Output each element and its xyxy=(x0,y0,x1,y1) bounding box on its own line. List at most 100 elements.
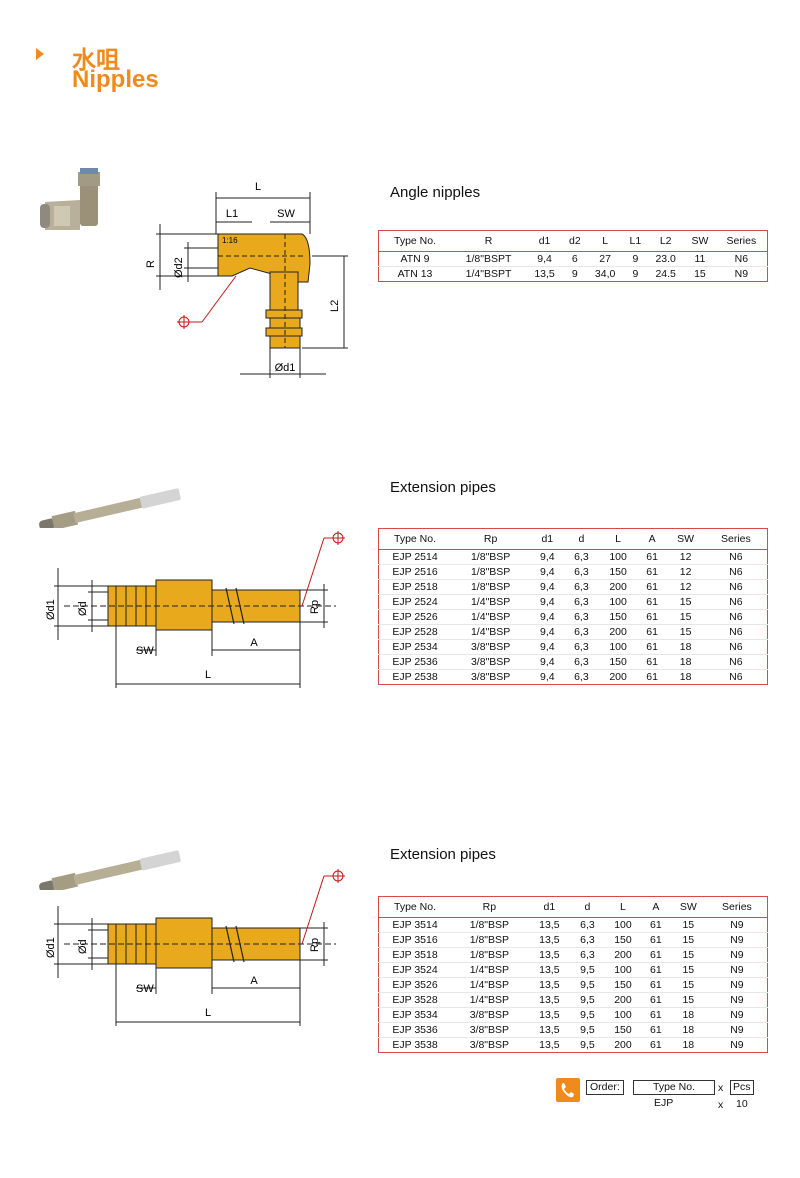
table-cell: 100 xyxy=(603,962,643,978)
table-cell: ATN 9 xyxy=(378,251,451,267)
dim-SW: SW xyxy=(277,208,295,220)
table-cell: 13,5 xyxy=(527,1007,571,1023)
table-cell: N9 xyxy=(706,1022,768,1038)
table-cell: 150 xyxy=(603,1022,643,1038)
table-cell: 1/8"BSP xyxy=(451,579,531,595)
extension-pipe-drawing-2: Ød1 Ød Rp SW A L xyxy=(45,869,345,1026)
dim-d1: Ød1 xyxy=(45,599,57,620)
table-cell: 18 xyxy=(666,654,705,670)
table-cell: 12 xyxy=(666,564,705,580)
table-cell: 9,4 xyxy=(530,624,565,640)
table-cell: 13,5 xyxy=(527,947,571,963)
section-title-extension-pipes-2: Extension pipes xyxy=(390,846,496,863)
table-cell: 6,3 xyxy=(570,917,604,933)
table-cell: 150 xyxy=(598,564,638,580)
table-cell: 100 xyxy=(598,549,638,565)
table-cell: N9 xyxy=(706,992,768,1008)
dim-L: L xyxy=(205,669,211,681)
table-cell: EJP 2518 xyxy=(378,579,451,595)
table-cell: 18 xyxy=(669,1037,707,1053)
table-cell: 15 xyxy=(666,624,705,640)
table-cell: 1/8"BSP xyxy=(451,564,531,580)
table-cell: 18 xyxy=(666,669,705,685)
table-cell: 6,3 xyxy=(564,669,599,685)
table-cell: 6,3 xyxy=(564,654,599,670)
column-header: L xyxy=(586,230,624,252)
table-cell: 61 xyxy=(642,962,670,978)
table-cell: 9 xyxy=(563,266,587,282)
table-cell: N9 xyxy=(706,1007,768,1023)
table-cell: N6 xyxy=(704,624,768,640)
table-cell: 100 xyxy=(598,639,638,655)
table-cell: N6 xyxy=(704,669,768,685)
column-header: L2 xyxy=(647,230,685,252)
table-cell: 3/8"BSP xyxy=(451,1037,528,1053)
dim-A: A xyxy=(250,975,258,987)
table-cell: 9,4 xyxy=(530,654,565,670)
table-cell: 61 xyxy=(637,639,667,655)
phone-order-icon xyxy=(556,1078,580,1102)
column-header: Series xyxy=(704,528,768,550)
column-header: Series xyxy=(715,230,768,252)
column-header: L xyxy=(603,896,643,918)
table-cell: 18 xyxy=(666,639,705,655)
table-cell: 200 xyxy=(603,992,643,1008)
order-x-example: x xyxy=(718,1099,724,1111)
table-cell: 61 xyxy=(642,992,670,1008)
dim-d1: Ød1 xyxy=(275,362,296,374)
table-cell: 6,3 xyxy=(564,639,599,655)
order-pcs-header: Pcs xyxy=(730,1080,754,1095)
order-box: Order: Type No. x Pcs EJP x 10 xyxy=(556,1078,766,1112)
table-cell: 15 xyxy=(684,266,716,282)
table-cell: 61 xyxy=(642,1022,670,1038)
table-cell: 1/8"BSP xyxy=(451,549,531,565)
title-english: Nipples xyxy=(72,66,159,93)
dim-d: Ød xyxy=(77,939,89,954)
column-header: d1 xyxy=(526,230,563,252)
column-header: L xyxy=(598,528,638,550)
table-cell: EJP 3534 xyxy=(378,1007,451,1023)
table-cell: 9,5 xyxy=(570,992,604,1008)
table-cell: 61 xyxy=(642,977,670,993)
table-cell: 100 xyxy=(598,594,638,610)
table-cell: 200 xyxy=(598,624,638,640)
table-cell: EJP 3536 xyxy=(378,1022,451,1038)
table-cell: 61 xyxy=(642,917,670,933)
table-cell: 15 xyxy=(669,962,707,978)
dim-L1: L1 xyxy=(226,208,238,220)
extension-pipe-photo xyxy=(39,488,181,528)
table-cell: ATN 13 xyxy=(378,266,451,282)
table-cell: 1/4"BSPT xyxy=(451,266,527,282)
table-cell: 18 xyxy=(669,1007,707,1023)
table-cell: 3/8"BSP xyxy=(451,1007,528,1023)
table-cell: 200 xyxy=(598,669,638,685)
table-cell: 6,3 xyxy=(564,564,599,580)
order-x-header: x xyxy=(718,1082,724,1094)
dim-L: L xyxy=(255,181,261,193)
column-header: d1 xyxy=(530,528,565,550)
dim-SW: SW xyxy=(136,983,154,995)
dim-A: A xyxy=(250,637,258,649)
column-header: d2 xyxy=(563,230,587,252)
table-cell: 6,3 xyxy=(570,932,604,948)
column-header: Series xyxy=(706,896,768,918)
table-cell: 13,5 xyxy=(527,917,571,933)
column-header: d1 xyxy=(527,896,571,918)
table-cell: 100 xyxy=(603,1007,643,1023)
table-cell: 15 xyxy=(669,947,707,963)
